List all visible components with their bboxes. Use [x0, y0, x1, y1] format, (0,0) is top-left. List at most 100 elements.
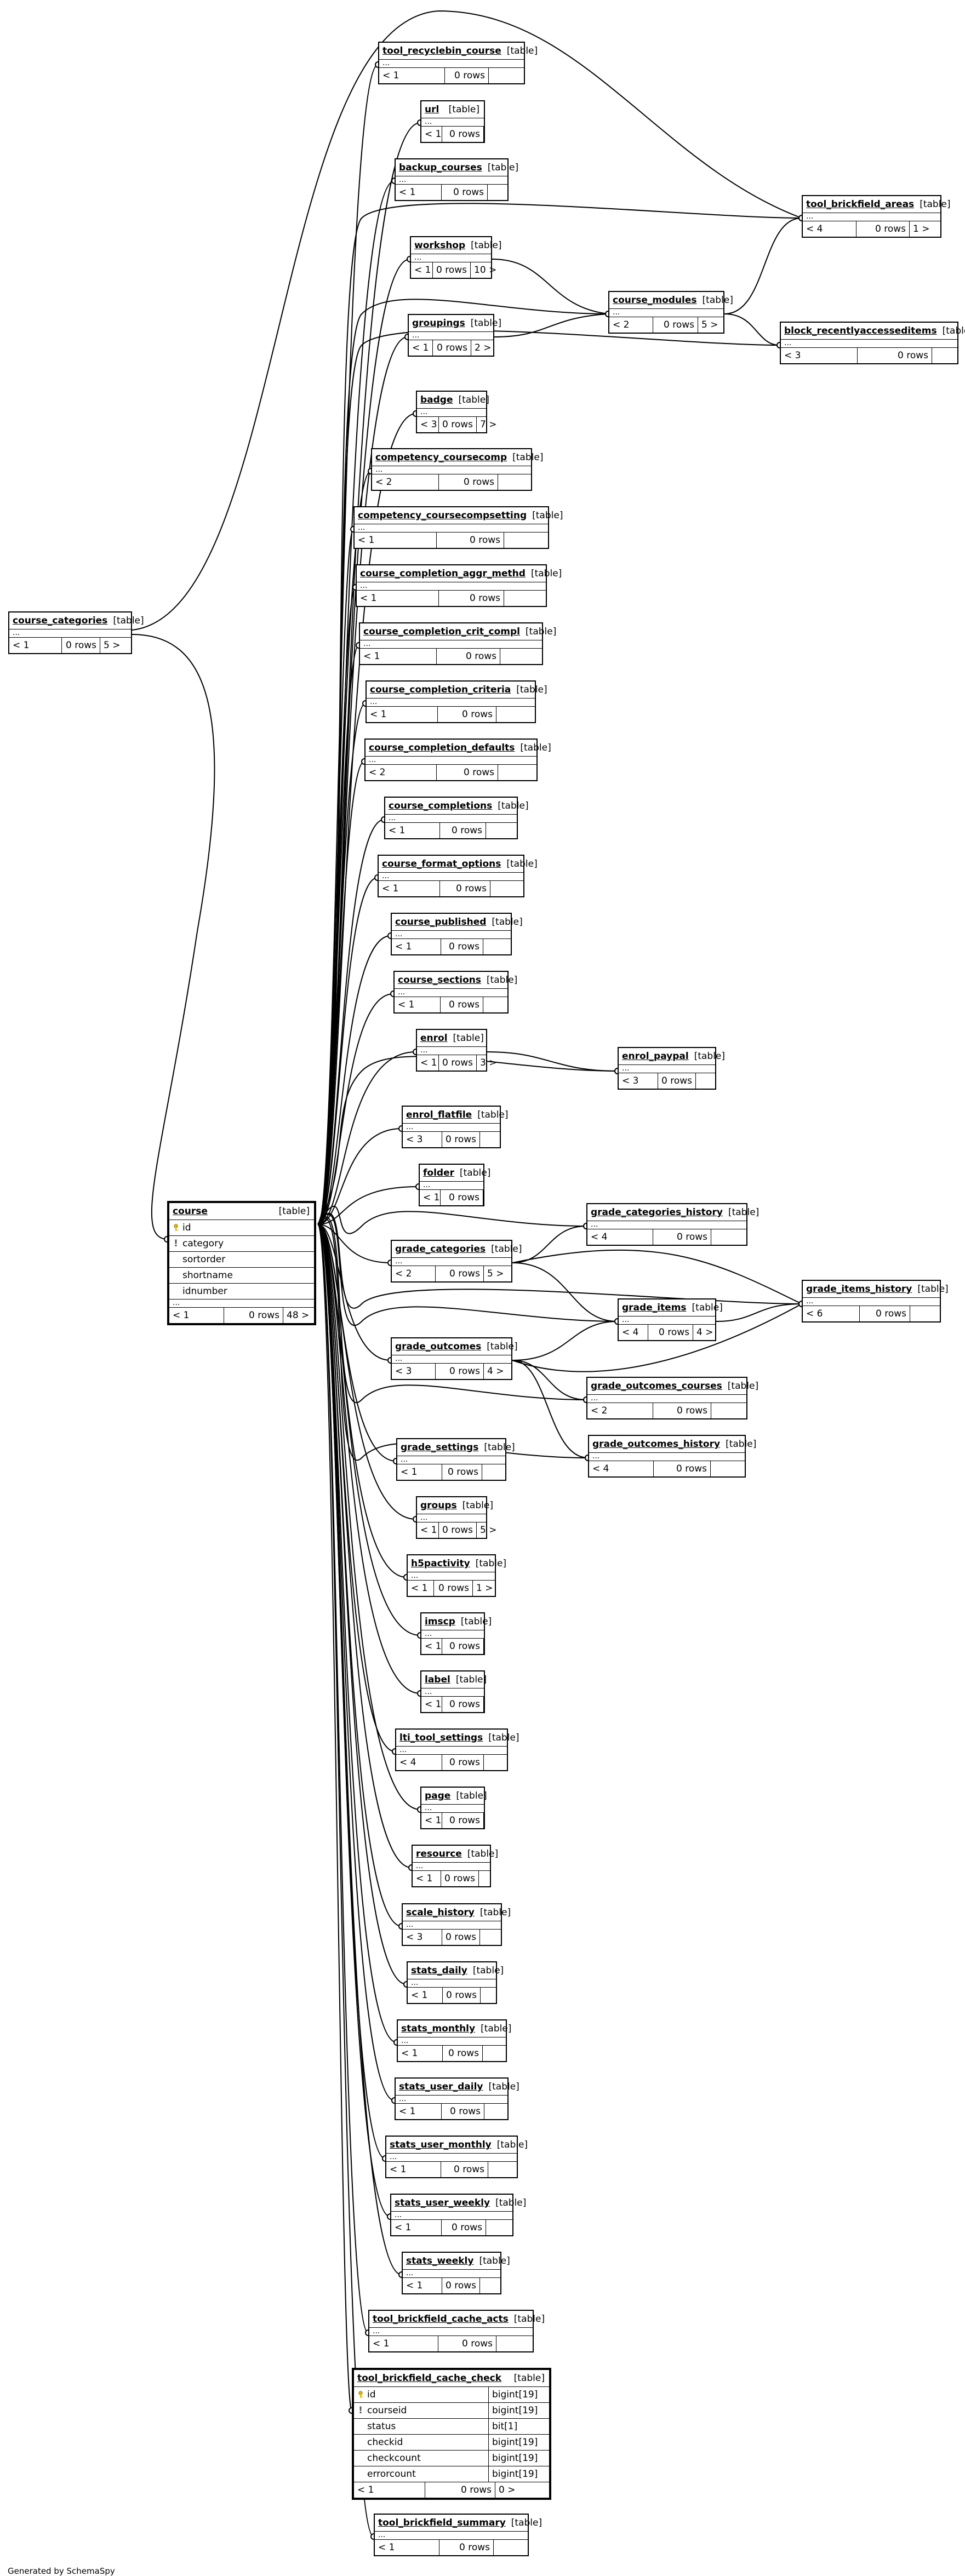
- table-name[interactable]: badge: [420, 394, 453, 405]
- parents-count[interactable]: < 1: [360, 649, 437, 664]
- table-name[interactable]: groupings: [412, 318, 465, 329]
- parents-count[interactable]: < 1: [355, 533, 437, 548]
- parents-count[interactable]: < 1: [375, 2540, 439, 2555]
- column-row[interactable]: shortname: [169, 1267, 314, 1283]
- children-count[interactable]: [480, 1930, 501, 1945]
- parents-count[interactable]: < 1: [421, 1639, 442, 1654]
- table-name[interactable]: tool_recyclebin_course: [382, 45, 501, 56]
- children-count[interactable]: 3 >: [480, 1057, 497, 1068]
- parents-count[interactable]: < 1: [421, 127, 442, 142]
- children-count[interactable]: 2 >: [475, 342, 492, 353]
- table-name[interactable]: course_modules: [613, 295, 697, 306]
- column-row[interactable]: idnumber: [169, 1283, 314, 1299]
- children-count[interactable]: [486, 823, 517, 838]
- table-name[interactable]: course_categories: [13, 615, 108, 626]
- table-name[interactable]: folder: [423, 1167, 454, 1178]
- parents-count[interactable]: < 4: [803, 221, 856, 237]
- table-name[interactable]: grade_items: [622, 1302, 687, 1313]
- table-name[interactable]: groups: [420, 1500, 457, 1511]
- children-count[interactable]: [932, 348, 957, 363]
- children-count[interactable]: [711, 1461, 745, 1476]
- column-row[interactable]: !category: [169, 1235, 314, 1251]
- table-name[interactable]: stats_daily: [411, 1965, 467, 1976]
- children-count[interactable]: [480, 1132, 501, 1147]
- table-name[interactable]: block_recentlyaccesseditems: [784, 325, 937, 336]
- parents-count[interactable]: < 4: [396, 1755, 442, 1770]
- parents-count[interactable]: < 1: [421, 1697, 442, 1712]
- table-name[interactable]: url: [425, 104, 439, 115]
- parents-count[interactable]: < 1: [398, 2046, 443, 2061]
- children-count[interactable]: [483, 939, 511, 954]
- table-name[interactable]: enrol_flatfile: [406, 1109, 472, 1120]
- children-count[interactable]: [483, 997, 507, 1012]
- children-count[interactable]: 4 >: [487, 1366, 504, 1377]
- table-name[interactable]: grade_categories: [395, 1244, 486, 1255]
- parents-count[interactable]: < 1: [367, 707, 438, 722]
- table-name[interactable]: stats_weekly: [406, 2256, 474, 2266]
- children-count[interactable]: 7 >: [480, 419, 497, 430]
- parents-count[interactable]: < 1: [386, 2162, 441, 2177]
- parents-count[interactable]: < 1: [408, 1988, 443, 2003]
- table-name[interactable]: stats_user_monthly: [390, 2139, 492, 2150]
- children-count[interactable]: 5 >: [480, 1525, 497, 1536]
- children-count[interactable]: [489, 68, 524, 83]
- parents-count[interactable]: < 1: [385, 823, 440, 838]
- table-course-completion-aggr-methd[interactable]: course_completion_aggr_methd[table] ... …: [356, 564, 562, 607]
- table-course-completion-criteria[interactable]: course_completion_criteria[table] ... < …: [366, 680, 547, 723]
- children-count[interactable]: [488, 2162, 517, 2177]
- table-name[interactable]: scale_history: [406, 1907, 475, 1918]
- table-name[interactable]: imscp: [425, 1616, 455, 1627]
- table-block-recentlyaccesseditems[interactable]: block_recentlyaccesseditems[table] ... <…: [780, 322, 965, 364]
- table-name[interactable]: course: [173, 1206, 208, 1217]
- parents-count[interactable]: < 2: [392, 1266, 436, 1281]
- children-count[interactable]: [484, 2104, 507, 2119]
- table-name[interactable]: course_completion_defaults: [369, 742, 515, 753]
- children-count[interactable]: 48 >: [287, 1310, 310, 1321]
- table-name[interactable]: stats_monthly: [401, 2023, 476, 2034]
- table-name[interactable]: tool_brickfield_cache_check: [357, 2373, 502, 2384]
- children-count[interactable]: [498, 765, 536, 780]
- table-name[interactable]: course_completion_aggr_methd: [360, 568, 526, 579]
- parents-count[interactable]: < 3: [417, 417, 439, 432]
- children-count[interactable]: 1 >: [913, 224, 930, 234]
- parents-count[interactable]: < 3: [403, 1132, 442, 1147]
- table-name[interactable]: grade_categories_history: [591, 1207, 723, 1218]
- children-count[interactable]: [486, 2220, 512, 2235]
- table-name[interactable]: h5pactivity: [411, 1558, 470, 1569]
- children-count[interactable]: [504, 591, 546, 606]
- table-name[interactable]: resource: [416, 1848, 462, 1859]
- table-name[interactable]: enrol_paypal: [622, 1051, 689, 1062]
- table-name[interactable]: tool_brickfield_areas: [806, 199, 915, 210]
- children-count[interactable]: [496, 707, 535, 722]
- table-name[interactable]: grade_outcomes_history: [592, 1439, 721, 1450]
- parents-count[interactable]: < 3: [781, 348, 858, 363]
- parents-count[interactable]: < 1: [379, 881, 440, 896]
- children-count[interactable]: [711, 1229, 746, 1245]
- children-count[interactable]: [910, 1306, 940, 1321]
- children-count[interactable]: [481, 1988, 499, 2003]
- table-name[interactable]: lti_tool_settings: [399, 1732, 483, 1743]
- table-name[interactable]: course_format_options: [382, 858, 501, 869]
